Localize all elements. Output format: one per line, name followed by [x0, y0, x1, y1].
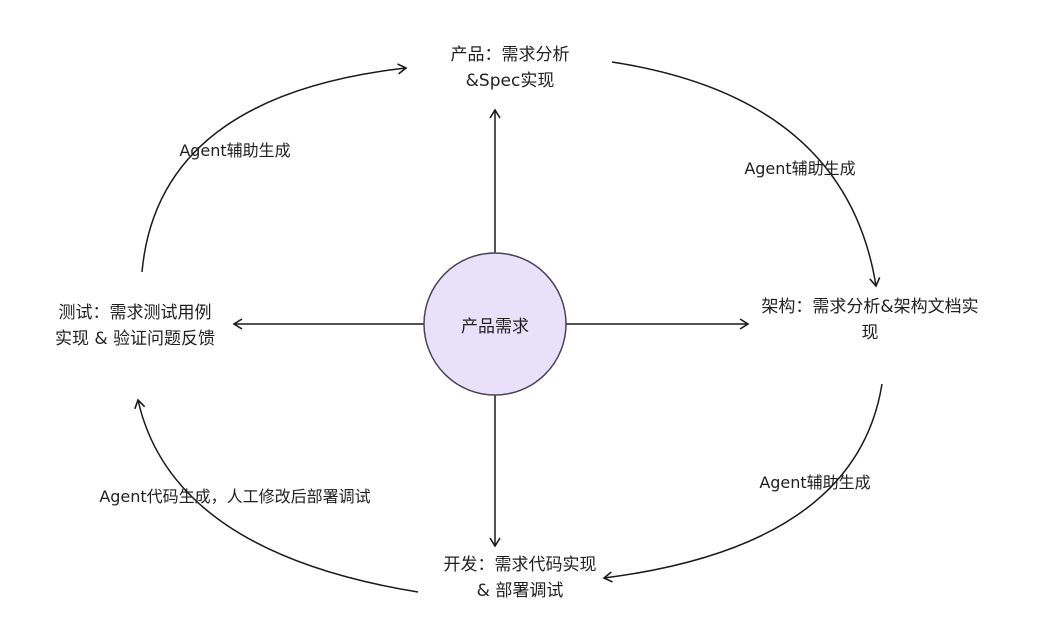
node-architecture: 架构：需求分析&架构文档实 现: [750, 294, 990, 347]
edge-label-product-to-architecture: Agent辅助生成: [744, 159, 856, 178]
node-development: 开发：需求代码实现 & 部署调试: [395, 552, 645, 605]
node-testing: 测试：需求测试用例 实现 & 验证问题反馈: [25, 300, 245, 353]
node-product: 产品：需求分析 &Spec实现: [385, 42, 635, 95]
edge-label-testing-to-product: Agent辅助生成: [179, 141, 291, 160]
arrow-architecture-to-development: [602, 383, 883, 583]
node-product-line2: &Spec实现: [465, 71, 555, 92]
node-testing-line1: 测试：需求测试用例: [58, 303, 212, 323]
edge-label-architecture-to-development: Agent辅助生成: [759, 473, 871, 492]
node-architecture-line1: 架构：需求分析&架构文档实: [761, 297, 979, 317]
arrow-testing-to-product: [141, 63, 408, 273]
arrow-development-to-testing: [134, 398, 419, 593]
center-node-circle: [423, 252, 567, 396]
edge-label-development-to-testing: Agent代码生成，人工修改后部署调试: [99, 487, 371, 506]
arrow-product-to-architecture: [611, 61, 881, 288]
center-node-label: 产品需求: [461, 317, 529, 337]
node-development-line1: 开发：需求代码实现: [443, 555, 597, 575]
node-architecture-line2: 现: [861, 323, 879, 344]
node-development-line2: & 部署调试: [476, 581, 564, 602]
node-testing-line2: 实现 & 验证问题反馈: [54, 329, 216, 350]
node-product-line1: 产品：需求分析: [450, 45, 570, 65]
